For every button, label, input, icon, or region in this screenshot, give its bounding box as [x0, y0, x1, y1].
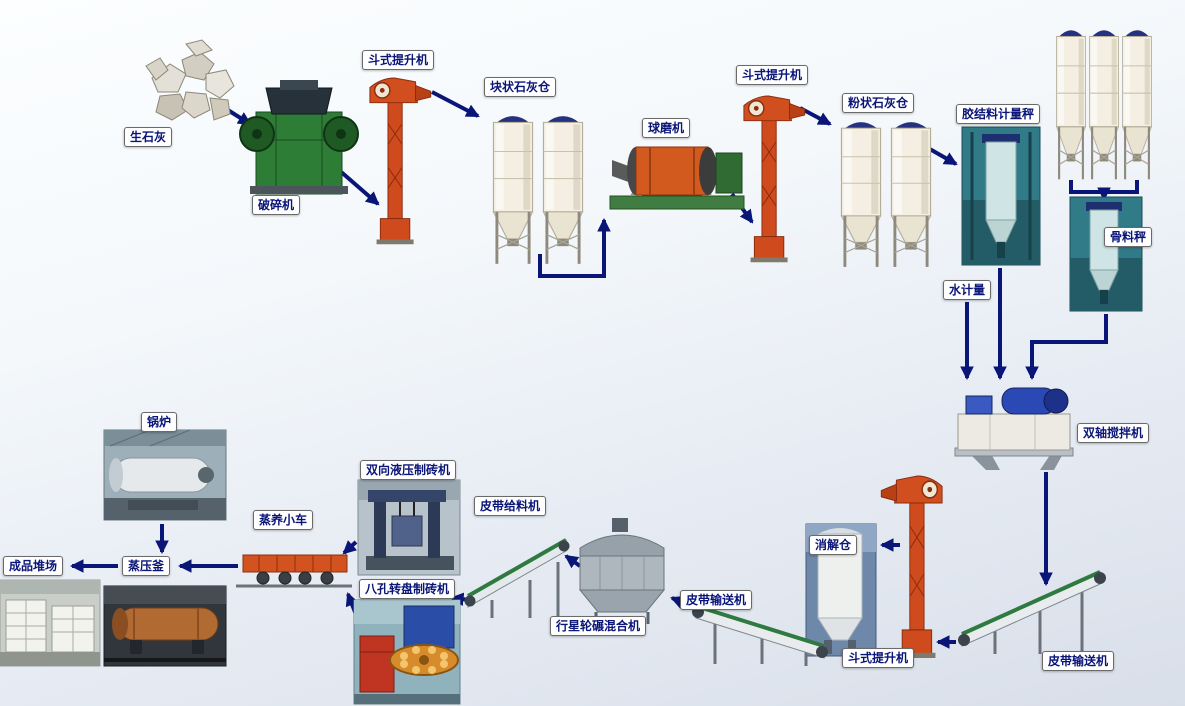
label-belt-feeder: 皮带给料机 [473, 496, 547, 516]
curing-trolley-image [236, 554, 352, 588]
label-rotary-brick-machine: 八孔转盘制砖机 [358, 579, 456, 599]
hydraulic-brick-machine-image [357, 479, 461, 576]
label-crusher: 破碎机 [251, 195, 301, 215]
arrow-planetary-to-feeder [564, 554, 582, 569]
bucket-elevator-2-image [743, 95, 806, 263]
label-belt-conveyor-mid: 皮带输送机 [679, 590, 753, 610]
lump-lime-silos-image [492, 114, 584, 266]
binder-scale-image [961, 126, 1041, 266]
autoclave-image [103, 585, 227, 667]
label-aggregate-scale: 骨料秤 [1103, 227, 1153, 247]
arrow-silos2-to-binderscale [927, 146, 958, 166]
label-belt-conveyor-right: 皮带输送机 [1041, 651, 1115, 671]
twin-shaft-mixer-image [954, 387, 1074, 470]
label-lump-lime-silo: 块状石灰仓 [483, 77, 557, 97]
label-hydraulic-brick-machine: 双向液压制砖机 [359, 460, 457, 480]
storage-silos-image [1055, 28, 1153, 181]
line-storage-silos-manifold [1069, 180, 1139, 194]
arrow-silos1-to-ballmill [538, 217, 611, 278]
label-digestion-silo: 消解仓 [808, 535, 858, 555]
label-powder-lime-silo: 粉状石灰仓 [841, 93, 915, 113]
boiler-image [103, 429, 227, 521]
bucket-elevator-3-image [880, 475, 943, 659]
label-ball-mill: 球磨机 [641, 118, 691, 138]
label-twin-shaft-mixer: 双轴搅拌机 [1076, 423, 1150, 443]
arrow-aggregatescale-to-mixer [1025, 314, 1108, 381]
label-product-yard: 成品堆场 [2, 556, 64, 576]
bucket-elevator-1-image [369, 77, 432, 245]
powder-lime-silos-image [840, 120, 932, 269]
belt-feeder-image [464, 538, 570, 618]
label-quicklime: 生石灰 [123, 127, 173, 147]
label-boiler: 锅炉 [140, 412, 178, 432]
crusher-image [239, 80, 359, 195]
product-yard-image [0, 579, 101, 667]
arrow-elevator1-to-silos1 [431, 90, 480, 118]
label-bucket-elevator-2: 斗式提升机 [735, 65, 809, 85]
label-autoclave: 蒸压釜 [121, 556, 171, 576]
label-curing-trolley: 蒸养小车 [252, 510, 314, 530]
aggregate-scale-image [1069, 196, 1143, 312]
planetary-mixer-image [578, 518, 666, 624]
rotary-brick-machine-image [353, 599, 461, 705]
quicklime-rocks-image [145, 39, 235, 121]
label-planetary-mixer: 行星轮碾混合机 [549, 616, 647, 636]
label-bucket-elevator-1: 斗式提升机 [361, 50, 435, 70]
label-binder-scale: 胶结料计量秤 [955, 104, 1041, 124]
ball-mill-image [609, 146, 745, 210]
label-bucket-elevator-3: 斗式提升机 [841, 648, 915, 668]
label-water-meter: 水计量 [942, 280, 992, 300]
belt-conveyor-right-image [958, 570, 1106, 654]
arrow-hydraulic-to-trolley [342, 540, 358, 555]
